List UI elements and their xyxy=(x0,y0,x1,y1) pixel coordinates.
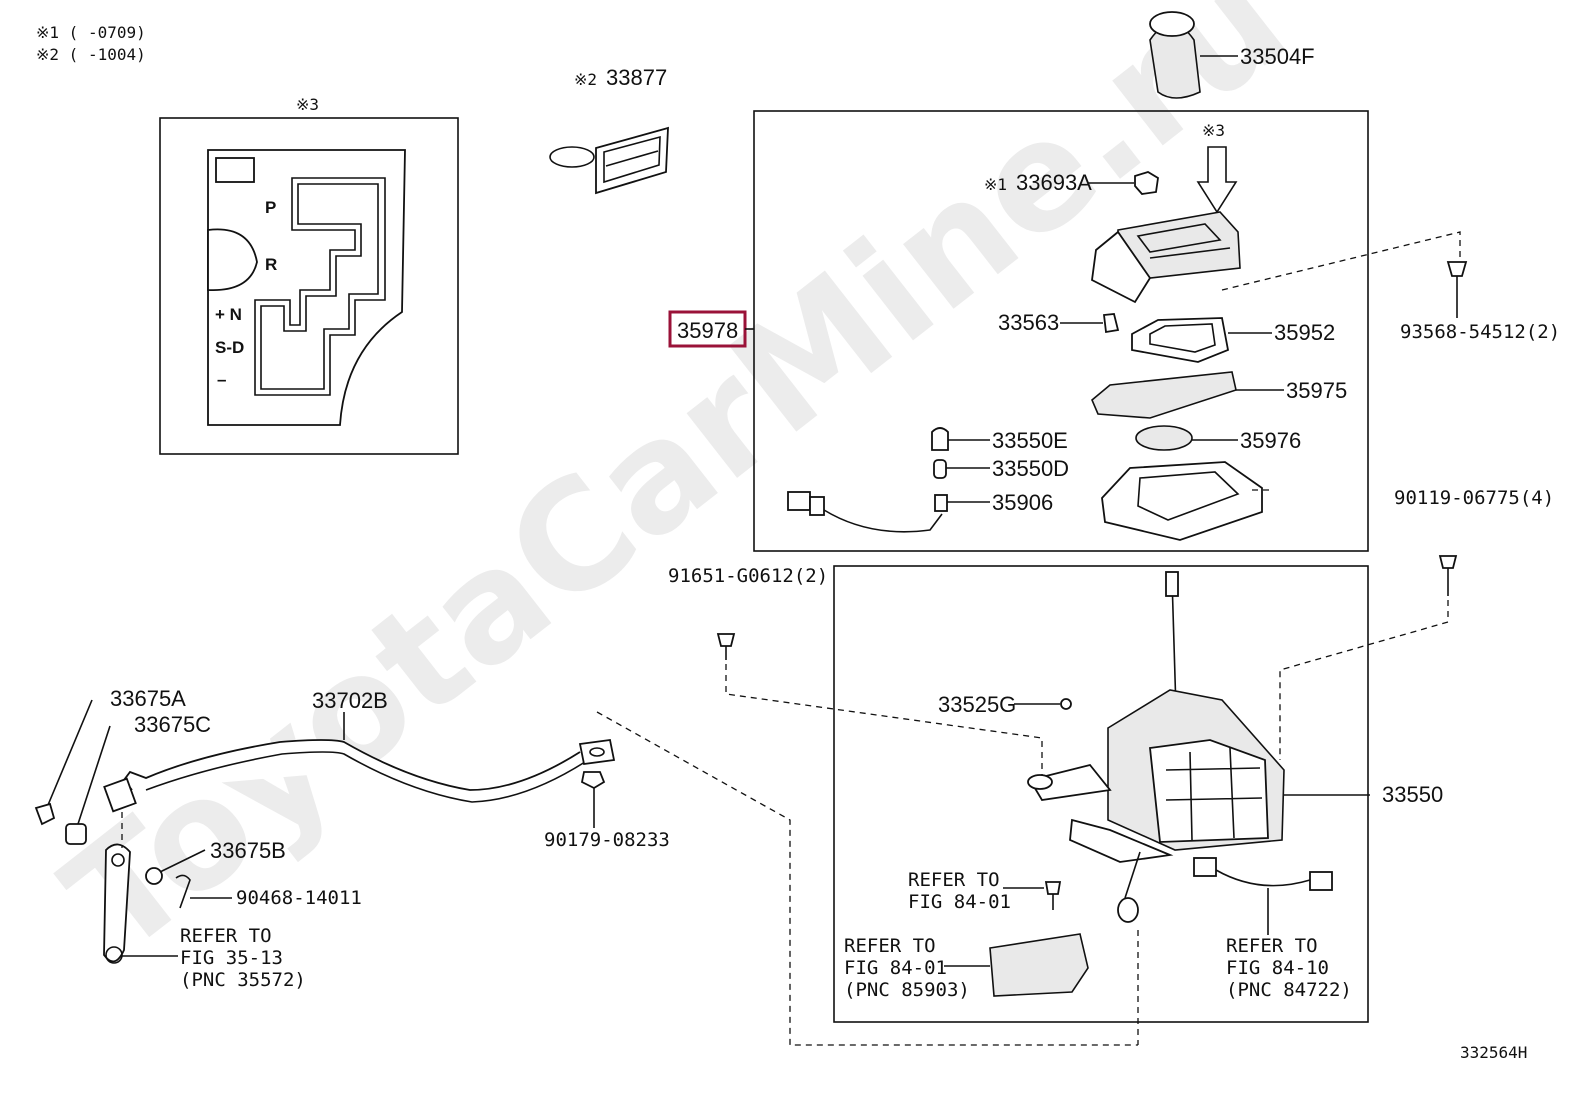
part-33877 xyxy=(549,126,669,195)
label-90179: 90179-08233 xyxy=(544,829,670,851)
ref-fig-35-13-line1: REFER TO xyxy=(180,925,272,947)
lower-assembly-frame xyxy=(833,565,1369,1023)
label-33702B: 33702B xyxy=(312,688,388,713)
label-33563: 33563 xyxy=(998,310,1059,335)
gate-detail-marker: ※3 xyxy=(296,95,319,114)
ref-fig-84-10-line2: FIG 84-10 xyxy=(1226,957,1329,979)
label-90468: 90468-14011 xyxy=(236,887,362,909)
ref-fig-84-01-b-line1: REFER TO xyxy=(844,935,936,957)
label-mark-2: ※2 xyxy=(574,70,597,89)
gate-pos-n: + N xyxy=(215,305,242,324)
label-33877: 33877 xyxy=(606,65,667,90)
down-arrow xyxy=(1196,146,1238,214)
label-33550E: 33550E xyxy=(992,428,1068,453)
shift-gate-detail: ※3 P R + N S-D – xyxy=(159,95,459,455)
cover-fig-84-01 xyxy=(944,933,1089,997)
label-35906: 35906 xyxy=(992,490,1053,515)
ref-fig-35-13-line3: (PNC 35572) xyxy=(180,969,306,991)
upper-assembly-frame xyxy=(753,110,1369,552)
label-33504F: 33504F xyxy=(1240,44,1315,69)
part-33525G xyxy=(1060,698,1072,710)
ref-fig-84-10-line1: REFER TO xyxy=(1226,935,1318,957)
shift-lever-assembly xyxy=(1027,571,1370,1045)
note-1: ※1 ( -0709) xyxy=(36,23,146,42)
gate-pos-minus: – xyxy=(217,370,226,389)
lower-harness xyxy=(1193,857,1333,935)
bolt-91651 xyxy=(716,633,1043,778)
label-90119: 90119-06775(4) xyxy=(1394,487,1554,509)
label-91651: 91651-G0612(2) xyxy=(668,565,828,587)
gate-plate xyxy=(207,149,406,426)
screw-fig-84-01 xyxy=(1003,881,1062,910)
gate-pos-p: P xyxy=(265,198,276,217)
ref-fig-35-13-line2: FIG 35-13 xyxy=(180,947,283,969)
lower-housing xyxy=(1101,461,1272,541)
ref-fig-84-10-line3: (PNC 84722) xyxy=(1226,979,1352,1001)
label-mark-1: ※1 xyxy=(984,175,1007,194)
gate-pos-sd: S-D xyxy=(215,338,244,357)
label-35952: 35952 xyxy=(1274,320,1335,345)
bolt-93568 xyxy=(1221,231,1468,318)
label-33550: 33550 xyxy=(1382,782,1443,807)
ref-fig-84-01-b-line3: (PNC 85903) xyxy=(844,979,970,1001)
gate-pos-r: R xyxy=(265,255,277,274)
part-35952 xyxy=(1131,317,1272,363)
label-mark-3: ※3 xyxy=(1202,121,1225,140)
part-35975 xyxy=(1091,371,1284,419)
label-35975: 35975 xyxy=(1286,378,1347,403)
label-93568: 93568-54512(2) xyxy=(1400,321,1560,343)
part-35906 xyxy=(787,491,990,533)
label-35978[interactable]: 35978 xyxy=(677,318,738,343)
indicator-housing xyxy=(1091,211,1241,304)
bolt-90119 xyxy=(1279,555,1458,760)
label-33525G: 33525G xyxy=(938,692,1016,717)
note-2: ※2 ( -1004) xyxy=(36,45,146,64)
part-35976 xyxy=(1135,425,1238,451)
label-33675B: 33675B xyxy=(210,838,286,863)
label-33550D: 33550D xyxy=(992,456,1069,481)
part-33563 xyxy=(1102,313,1120,334)
part-33693A xyxy=(1134,171,1159,195)
label-33693A: 33693A xyxy=(1016,170,1092,195)
bulbs xyxy=(931,427,990,479)
ref-fig-84-01-a-line1: REFER TO xyxy=(908,869,1000,891)
ref-fig-84-01-a-line2: FIG 84-01 xyxy=(908,891,1011,913)
nut-90179 xyxy=(580,711,1138,1046)
label-33675C: 33675C xyxy=(134,712,211,737)
gate-slot xyxy=(254,177,386,396)
gate-detail-frame xyxy=(159,117,459,455)
gate-cutout xyxy=(207,228,258,291)
shift-cable xyxy=(103,712,616,813)
gate-slot-inner xyxy=(260,183,379,390)
part-33504F xyxy=(1149,11,1238,99)
gate-window xyxy=(215,157,255,183)
left-parts xyxy=(34,699,232,964)
label-33675A: 33675A xyxy=(110,686,186,711)
ref-fig-84-01-b-line2: FIG 84-01 xyxy=(844,957,947,979)
figure-id: 332564H xyxy=(1460,1043,1527,1062)
label-35976: 35976 xyxy=(1240,428,1301,453)
